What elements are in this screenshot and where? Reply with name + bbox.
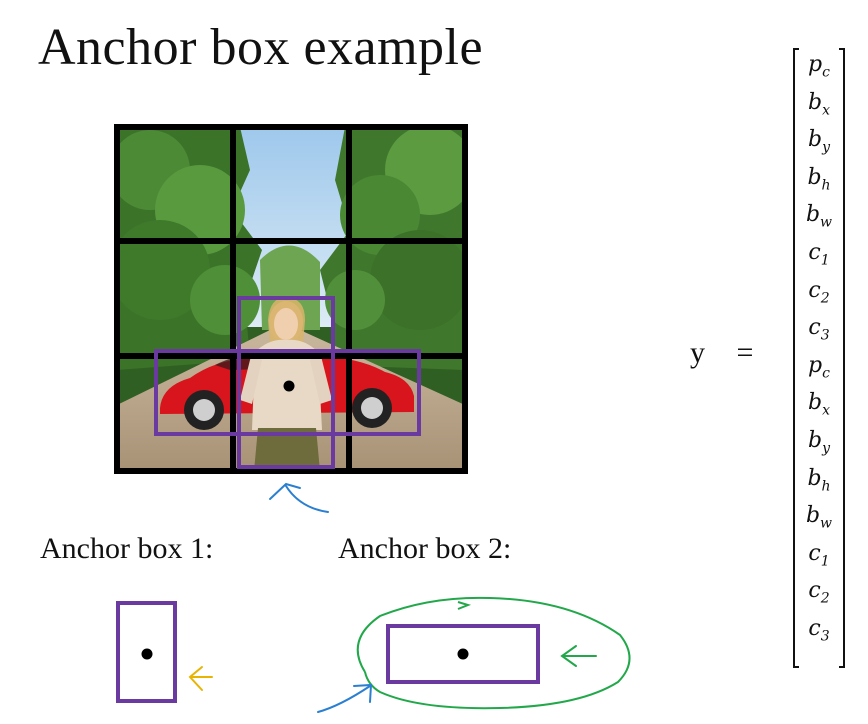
vector-entry-c-3: c3: [787, 315, 851, 344]
vector-entry-base: p: [808, 52, 823, 77]
vector-entry-subscript: c: [822, 64, 830, 81]
vector-entry-subscript: x: [822, 101, 830, 118]
vector-entry-subscript: 2: [820, 590, 830, 607]
vector-entry-subscript: 1: [820, 252, 830, 269]
vector-entry-subscript: w: [820, 214, 833, 231]
blue-arrow-grid-cell: [269, 482, 329, 513]
vector-entry-base: c: [808, 578, 821, 604]
green-circle: [356, 596, 631, 710]
y-equation-lhs: y =: [690, 336, 753, 370]
anchor-box-2-shape: [386, 624, 540, 684]
vector-entry-base: p: [808, 352, 823, 378]
vector-entry-p-c: pc: [787, 352, 851, 382]
blue-arrow-anchor2: [317, 683, 373, 713]
left-bracket: [793, 48, 799, 668]
vector-entry-base: b: [808, 89, 823, 115]
grid-3x3: [114, 124, 468, 474]
vector-entry-base: c: [808, 277, 821, 303]
vector-entry-b-y: by: [787, 127, 851, 156]
vector-entry-base: b: [805, 202, 821, 228]
anchor-box-2-label: Anchor box 2:: [338, 532, 512, 565]
vector-entry-p-c: pc: [787, 52, 851, 81]
vector-entry-b-x: bx: [787, 390, 851, 419]
vector-entry-c-3: c3: [787, 616, 851, 645]
person-bounding-box: [237, 296, 335, 469]
page-title: Anchor box example: [38, 19, 484, 76]
vector-entry-b-y: by: [787, 428, 851, 457]
vector-entry-subscript: h: [821, 477, 831, 494]
y-symbol: y: [690, 336, 705, 369]
vector-entry-subscript: 1: [820, 553, 830, 570]
vector-entry-subscript: 3: [820, 327, 830, 344]
vector-entry-base: c: [808, 616, 821, 641]
equals-sign: =: [736, 336, 754, 369]
vector-entry-b-w: bw: [787, 202, 851, 231]
vector-entry-subscript: 3: [820, 628, 830, 645]
vector-entry-subscript: w: [820, 515, 833, 532]
vector-entry-subscript: c: [822, 365, 830, 382]
vector-entry-b-h: bh: [787, 465, 851, 494]
vector-entry-base: c: [808, 315, 821, 341]
vector-entry-b-x: bx: [787, 89, 851, 118]
vector-entry-c-1: c1: [787, 240, 851, 269]
vector-entry-b-w: bw: [787, 503, 851, 532]
vector-entry-base: b: [807, 465, 822, 491]
vector-entry-base: b: [807, 127, 823, 153]
green-arrow: [560, 645, 597, 667]
vector-entry-base: b: [807, 428, 823, 453]
vector-entry-subscript: y: [822, 440, 830, 457]
vector-entry-c-2: c2: [787, 578, 851, 607]
vector-entry-base: b: [808, 390, 823, 416]
vector-entry-subscript: 2: [820, 289, 830, 306]
vector-entry-base: b: [807, 164, 822, 190]
vector-entry-base: c: [808, 540, 821, 566]
vector-entry-b-h: bh: [787, 164, 851, 194]
anchor-box-1-shape: [116, 601, 177, 703]
anchor-box-1-label: Anchor box 1:: [40, 532, 214, 565]
yellow-arrow: [188, 666, 213, 691]
vector-entry-subscript: x: [822, 402, 830, 419]
vector-entry-c-1: c1: [787, 540, 851, 570]
vector-entry-subscript: h: [821, 177, 831, 194]
car-bounding-box: [154, 349, 421, 436]
right-bracket: [839, 48, 845, 668]
vector-entry-base: c: [808, 240, 821, 265]
vector-entry-c-2: c2: [787, 277, 851, 306]
vector-entry-base: b: [805, 503, 821, 529]
center-dot: [283, 380, 295, 392]
vector-entry-subscript: y: [822, 139, 830, 156]
